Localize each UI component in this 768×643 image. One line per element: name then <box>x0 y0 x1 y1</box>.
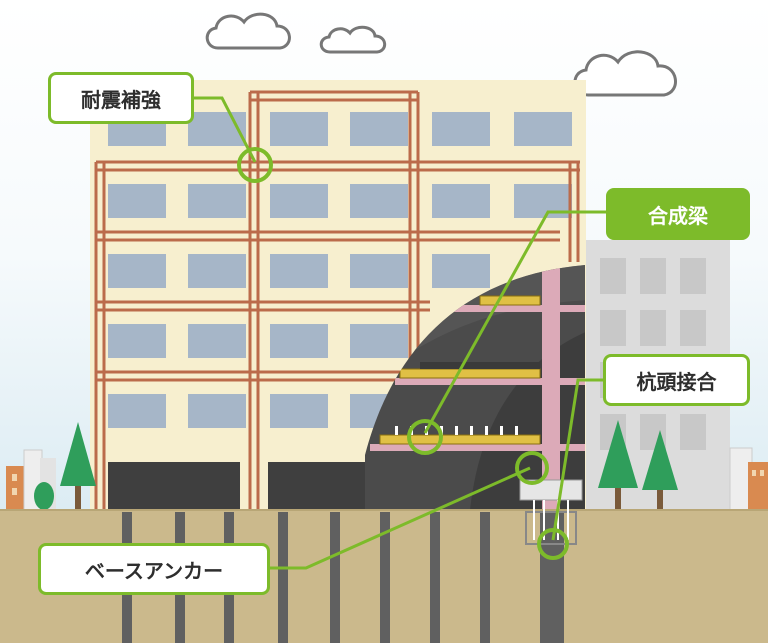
window <box>432 112 490 146</box>
cutaway-section <box>365 265 585 510</box>
window <box>108 254 166 288</box>
callout-circle-icon <box>537 528 569 560</box>
cloud-icon <box>573 50 677 97</box>
window <box>188 324 246 358</box>
pile-cap <box>525 511 577 545</box>
window <box>350 184 408 218</box>
window <box>188 184 246 218</box>
window <box>188 394 246 428</box>
tree-icon <box>598 420 638 512</box>
cloud-icon <box>205 12 291 50</box>
window <box>350 254 408 288</box>
window <box>350 112 408 146</box>
label-base-anchor: ベースアンカー <box>38 543 270 595</box>
label-composite-beam: 合成梁 <box>606 188 750 240</box>
window <box>432 254 490 288</box>
label-pile-head-joint: 杭頭接合 <box>603 354 750 406</box>
window <box>350 324 408 358</box>
window <box>514 112 572 146</box>
label-seismic-reinforcement: 耐震補強 <box>48 72 194 124</box>
callout-lines <box>194 96 606 570</box>
window <box>270 112 328 146</box>
window <box>108 394 166 428</box>
tree-icon <box>60 422 96 510</box>
small-building-right <box>729 447 768 513</box>
window <box>432 184 490 218</box>
window <box>108 184 166 218</box>
window <box>270 324 328 358</box>
window <box>270 254 328 288</box>
tree-icon <box>34 482 54 510</box>
window <box>108 324 166 358</box>
callout-circle-icon <box>515 451 549 485</box>
window <box>188 254 246 288</box>
window <box>270 184 328 218</box>
callout-circle-icon <box>237 147 273 183</box>
tree-icon <box>642 430 678 512</box>
callout-circle-icon <box>407 419 443 455</box>
cloud-icon <box>319 25 387 54</box>
window <box>270 394 328 428</box>
seismic-frame <box>94 90 580 512</box>
